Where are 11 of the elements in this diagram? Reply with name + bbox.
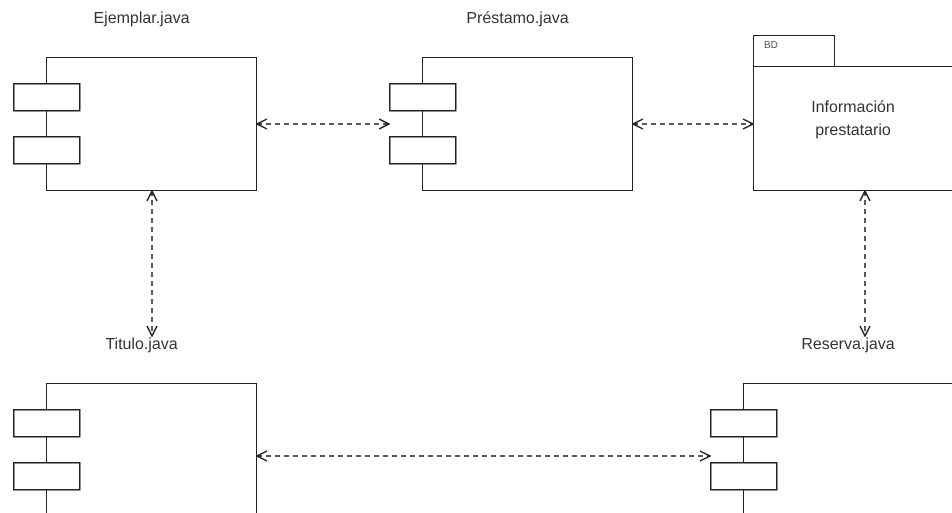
component-name: Préstamo.java <box>465 10 570 28</box>
component-name: Reserva.java <box>800 336 896 354</box>
dependency-arrow <box>256 450 711 462</box>
dependency-arrow <box>859 190 871 337</box>
component-name: Titulo.java <box>104 336 179 354</box>
component-name: Ejemplar.java <box>92 10 191 28</box>
dependency-arrow <box>146 190 158 337</box>
package-label: Información prestatario <box>810 98 896 142</box>
dependency-arrow <box>632 118 754 130</box>
package-tab: BD <box>753 35 835 66</box>
dependency-arrow <box>256 118 390 130</box>
